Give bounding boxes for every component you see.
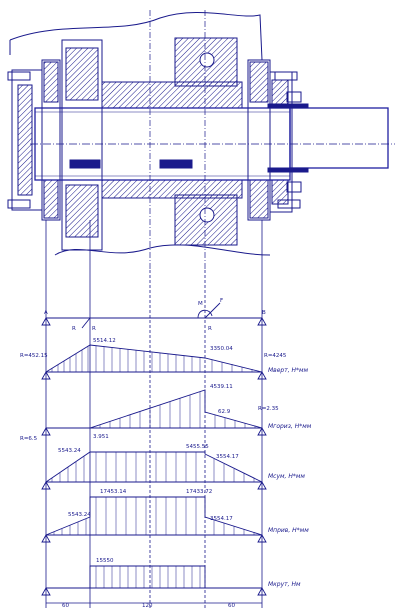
label-reaction-right-2: R=2.35	[258, 406, 279, 412]
label-force-ra: R	[72, 326, 76, 332]
label-value-3951: 3.951	[93, 434, 109, 440]
label-value-17433: 17433.72	[186, 489, 212, 495]
label-force-r2: R	[208, 326, 212, 332]
label-reaction-left-2: R=6.5	[20, 436, 38, 442]
label-value-15550: 15550	[96, 558, 114, 564]
dimension-left: 60	[62, 603, 69, 609]
diagram-vertical-moment	[41, 344, 267, 380]
label-value-5455: 5455.55	[186, 444, 209, 450]
label-value-629: 62.9	[218, 409, 231, 415]
diagram-4-name: Mприв, Н*мм	[268, 527, 309, 534]
diagram-1-name: Mверт, Н*мм	[268, 367, 309, 374]
diagram-reduced-moment	[41, 496, 267, 543]
label-value-17453: 17453.14	[100, 489, 127, 495]
load-scheme	[41, 302, 267, 329]
label-value-4539: 4539.11	[210, 384, 233, 390]
diagram-torque	[41, 565, 267, 596]
diagram-total-moment	[41, 451, 267, 490]
label-support-a: A	[44, 310, 48, 316]
label-value-3554-a: 3554.17	[216, 454, 239, 460]
label-value-3554-b: 3554.17	[210, 516, 233, 522]
label-value-5543-b: 5543.24	[68, 512, 91, 518]
assembly-drawing	[7, 10, 395, 270]
label-reaction-left-1: R=452.15	[20, 353, 48, 359]
label-value-5514: 5514.12	[93, 338, 116, 344]
diagram-2-name: Mгориз, Н*мм	[268, 423, 312, 430]
gear-hub	[61, 39, 103, 251]
left-housing-wall	[41, 59, 61, 221]
label-support-b: B	[262, 310, 266, 316]
dimension-right: 60	[228, 603, 235, 609]
projection-lines	[45, 220, 263, 608]
label-force-fa: F	[220, 298, 223, 304]
diagram-3-name: Mсум, Н*мм	[268, 473, 305, 480]
label-moment-m: M	[198, 301, 203, 307]
diagram-horizontal-moment	[41, 389, 267, 436]
label-reaction-right-1: R=4245	[264, 353, 287, 359]
label-value-3350: 3350.04	[210, 346, 233, 352]
shaft-end	[289, 107, 389, 169]
dimension-middle: 120	[142, 603, 153, 609]
label-force-r1: R	[92, 326, 96, 332]
diagram-5-name: Mкрут, Нм	[268, 581, 301, 588]
label-value-5543-a: 5543.24	[58, 448, 81, 454]
